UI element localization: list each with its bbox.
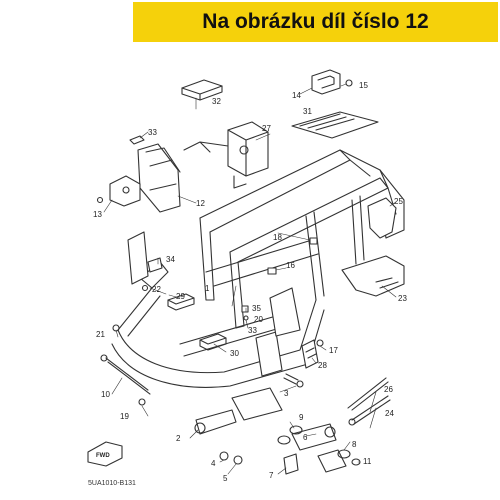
label-part-6: 6 bbox=[303, 433, 308, 442]
part-25-shape bbox=[367, 197, 397, 239]
part-27-shape bbox=[183, 121, 269, 189]
label-part-2: 2 bbox=[176, 434, 181, 443]
label-part-19: 19 bbox=[120, 412, 129, 421]
diagram-code: 5UA1010-B131 bbox=[88, 480, 136, 487]
label-part-9: 9 bbox=[299, 413, 304, 422]
label-part-33-lower: 33 bbox=[248, 326, 257, 335]
part-12-shape bbox=[137, 143, 181, 213]
label-part-29: 29 bbox=[176, 292, 185, 301]
label-part-1: 1 bbox=[205, 284, 210, 293]
part-34-shape bbox=[147, 257, 163, 273]
part-30-shape bbox=[199, 333, 227, 351]
part-10-shape bbox=[100, 354, 151, 395]
part-31-shape bbox=[291, 111, 379, 139]
label-part-12: 12 bbox=[196, 199, 205, 208]
fwd-arrow-icon bbox=[87, 441, 123, 467]
part-24-shape bbox=[348, 395, 391, 426]
label-part-13: 13 bbox=[93, 210, 102, 219]
label-part-21: 21 bbox=[96, 330, 105, 339]
label-part-16: 16 bbox=[286, 261, 295, 270]
part-29-shape bbox=[167, 293, 195, 311]
part-17-shape bbox=[316, 339, 324, 347]
part-18-shape bbox=[309, 237, 318, 245]
part-19-shape bbox=[138, 398, 146, 406]
part-4-shape bbox=[219, 451, 229, 461]
part-15-bolt-shape bbox=[345, 79, 353, 87]
label-part-15: 15 bbox=[359, 81, 368, 90]
label-part-32: 32 bbox=[212, 97, 221, 106]
part-22-shape bbox=[141, 284, 149, 292]
label-part-7: 7 bbox=[269, 471, 274, 480]
part-26-shape bbox=[347, 377, 389, 411]
label-part-27: 27 bbox=[262, 124, 271, 133]
label-part-3: 3 bbox=[284, 389, 289, 398]
part-7-shape bbox=[283, 453, 299, 475]
label-part-8: 8 bbox=[352, 440, 357, 449]
label-part-14: 14 bbox=[292, 91, 301, 100]
part-32-shape bbox=[181, 79, 223, 101]
label-part-26: 26 bbox=[384, 385, 393, 394]
part-13-shape bbox=[96, 175, 141, 207]
label-part-18: 18 bbox=[273, 233, 282, 242]
label-part-33-top: 33 bbox=[148, 128, 157, 137]
label-part-4: 4 bbox=[211, 459, 216, 468]
part-16-shape bbox=[267, 267, 277, 275]
label-part-20: 20 bbox=[254, 315, 263, 324]
part-35-shape bbox=[241, 305, 249, 313]
label-part-24: 24 bbox=[385, 409, 394, 418]
label-part-34: 34 bbox=[166, 255, 175, 264]
label-part-28: 28 bbox=[318, 361, 327, 370]
part-14-shape bbox=[311, 69, 341, 95]
label-part-17: 17 bbox=[329, 346, 338, 355]
part-number-banner: Na obrázku díl číslo 12 bbox=[133, 2, 498, 42]
part-33-top-shape bbox=[129, 135, 145, 145]
label-part-22: 22 bbox=[152, 285, 161, 294]
part-9-shape bbox=[277, 425, 303, 445]
part-5-shape bbox=[233, 455, 243, 465]
label-part-30: 30 bbox=[230, 349, 239, 358]
label-part-35: 35 bbox=[252, 304, 261, 313]
label-part-11: 11 bbox=[363, 457, 372, 466]
label-part-25: 25 bbox=[394, 197, 403, 206]
part-23-shape bbox=[341, 255, 405, 297]
label-part-5: 5 bbox=[223, 474, 228, 483]
part-28-shape bbox=[301, 339, 319, 369]
part-20-shape bbox=[243, 315, 249, 321]
part-3-shape bbox=[283, 373, 304, 388]
part-2-shape bbox=[194, 387, 283, 435]
label-part-31: 31 bbox=[303, 107, 312, 116]
fwd-label: FWD bbox=[96, 453, 110, 459]
label-part-23: 23 bbox=[398, 294, 407, 303]
part-6-shape bbox=[291, 423, 347, 473]
label-part-10: 10 bbox=[101, 390, 110, 399]
